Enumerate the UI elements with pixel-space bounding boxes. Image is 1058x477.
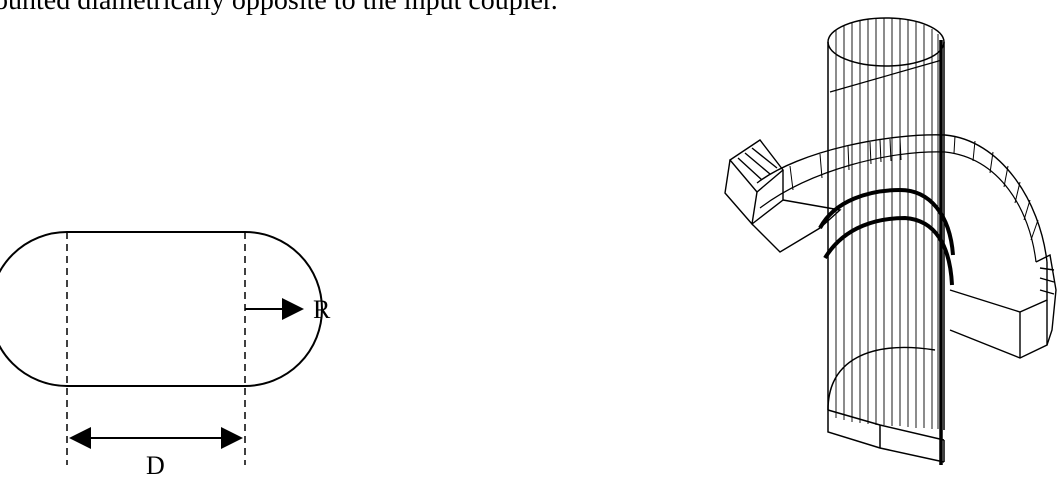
cylinder-cut-line: [829, 59, 943, 93]
radius-arrowhead: [282, 298, 304, 320]
arc-ring-top-edge: [759, 151, 1037, 263]
cylinder-3d-drawing: [724, 17, 1057, 465]
radius-label: R: [313, 295, 331, 324]
left-coupler-block: [724, 139, 784, 226]
arc-ring-outer: [756, 134, 1048, 263]
cylinder-top-face: [827, 17, 945, 67]
cylinder-bottom-slab: [827, 346, 945, 463]
ring-front-lower-arc: [823, 215, 954, 286]
cylinder-hatching: [835, 18, 939, 429]
width-arrowhead-left: [69, 427, 91, 449]
left-arm-slab: [751, 199, 842, 253]
right-coupler-block: [949, 253, 1057, 359]
cross-section-diagram: R D: [0, 231, 331, 477]
caption-text: ounted diametrically opposite to the inp…: [0, 0, 558, 16]
arc-ring-hatching: [789, 135, 1039, 241]
stadium-outline: [0, 231, 323, 387]
width-arrowhead-right: [221, 427, 243, 449]
cylinder-body: [827, 17, 945, 465]
ring-front-upper-arc: [818, 187, 955, 256]
width-label: D: [146, 451, 165, 477]
